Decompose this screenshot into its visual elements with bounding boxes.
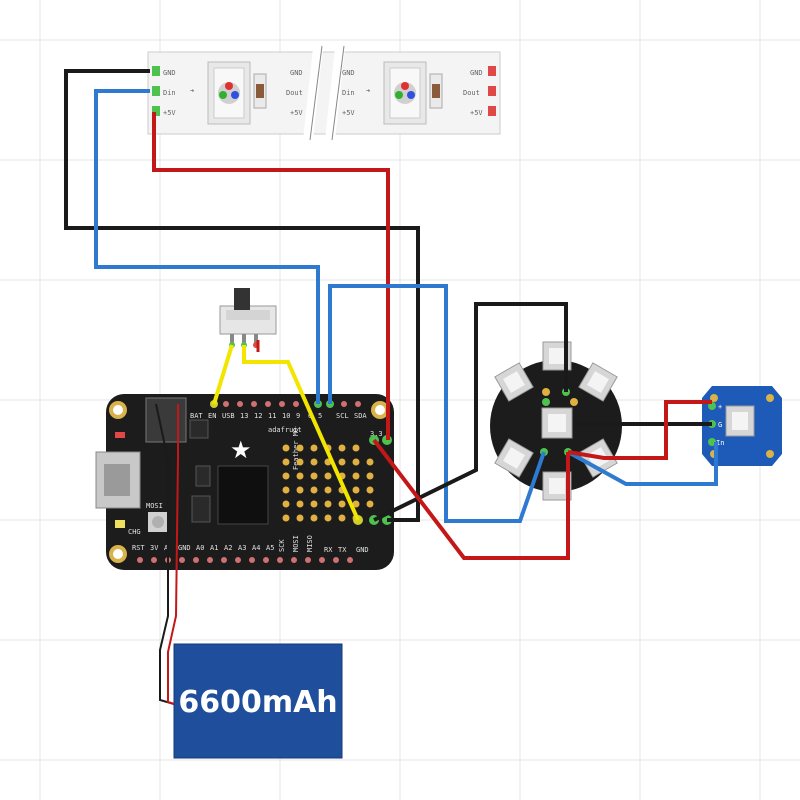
data-arrow-icon: ➜: [366, 87, 370, 95]
jewel-pad: [542, 398, 550, 406]
pin-label-gnd-2: GND: [356, 546, 369, 554]
strip-pad-5v-out: [488, 106, 496, 116]
pin-label-9: 9: [296, 412, 300, 420]
feather-m0-board: ★ adafruit Feather M0 CHG MOSI 3.3 BAT E…: [95, 394, 394, 570]
neopixel-led-icon: [578, 362, 618, 402]
pin-label-a2: A2: [224, 544, 232, 552]
neopixel-led-icon: [725, 405, 755, 437]
pin-label-tx: TX: [338, 546, 347, 554]
status-led: [115, 520, 125, 528]
wire-red-jewel-power: [372, 438, 570, 560]
strip-pin-label: GND: [470, 69, 483, 77]
pin-label-10: 10: [282, 412, 290, 420]
strip-pin-label: GND: [163, 69, 176, 77]
neopixel-led-icon: [494, 438, 534, 478]
bottom-header: [137, 557, 353, 563]
wire-red-power: [152, 112, 390, 440]
charge-led: [115, 432, 125, 438]
strip-pad-gnd-in: [152, 66, 160, 76]
wire-battery-red: [167, 404, 179, 705]
strip-pin-label: GND: [290, 69, 303, 77]
strip-pin-label: +5V: [470, 109, 483, 117]
wire-yellow-switch-en: [212, 344, 234, 405]
pin-label-en: EN: [208, 412, 216, 420]
3v3-label: 3.3: [370, 430, 383, 438]
board-brand-label: adafruit: [268, 426, 302, 434]
strip-segment-left: GND Din +5V ➜ GND Dout +5V: [152, 61, 303, 125]
wire-black-gnd: [64, 69, 420, 522]
jewel-pad: [570, 398, 578, 406]
breakout-pin-label: +: [718, 403, 722, 411]
pin-label-sck: SCK: [278, 539, 286, 552]
pin-label-12: 12: [254, 412, 262, 420]
slide-switch[interactable]: [219, 288, 277, 348]
wire-blue-data: [94, 89, 320, 404]
chg-label: CHG: [128, 528, 141, 536]
capacitor-icon: [253, 73, 267, 109]
battery-capacity-label: 6600mAh: [178, 685, 337, 720]
wire-yellow-switch-gnd: [242, 345, 360, 521]
pin-label-a1: A1: [210, 544, 218, 552]
wire-battery-black: [155, 403, 175, 705]
pin-label-11: 11: [268, 412, 276, 420]
jewel-pad: [542, 388, 550, 396]
led-chip-icon: [207, 61, 251, 125]
strip-pin-label: +5V: [290, 109, 303, 117]
strip-pin-label: Din: [342, 89, 355, 97]
wires: [64, 69, 718, 705]
switch-actuator[interactable]: [234, 288, 250, 310]
strip-pin-label: Din: [163, 89, 176, 97]
pin-label-bat: BAT: [190, 412, 203, 420]
strip-pin-label: Dout: [463, 89, 480, 97]
pin-label-rst: RST: [132, 544, 145, 552]
breakout-pin-label: In: [716, 439, 724, 447]
battery-connector: [145, 397, 187, 443]
led-chip-icon: [383, 61, 427, 125]
board-model-label: Feather M0: [292, 428, 300, 470]
neopixel-jewel: [490, 341, 622, 501]
pin-label-usb: USB: [222, 412, 235, 420]
microcontroller-chip: [217, 465, 269, 525]
neopixel-led-icon: [494, 362, 534, 402]
lipo-battery: 6600mAh: [173, 643, 343, 759]
strip-pad-dout: [488, 86, 496, 96]
pin-label-rx: RX: [324, 546, 333, 554]
wire-blue-jewel-in: [328, 284, 546, 523]
pin-label-mosi: MOSI: [292, 535, 300, 552]
strip-pin-label: +5V: [163, 109, 176, 117]
pin-label-3v: 3V: [150, 544, 159, 552]
strip-pad-din: [152, 86, 160, 96]
pin-label-5: 5: [318, 412, 322, 420]
wire-blue-breakout-in: [567, 442, 718, 486]
pin-label-gnd: GND: [178, 544, 191, 552]
pin-label-a0: A0: [196, 544, 204, 552]
breakout-pin-label: G: [718, 421, 722, 429]
pin-label-sda: SDA: [354, 412, 367, 420]
data-arrow-icon: ➜: [190, 87, 194, 95]
mosi-label: MOSI: [146, 502, 163, 510]
led-strip: GND Din +5V ➜ GND Dout +5V GND Di: [147, 45, 501, 141]
capacitor-icon: [429, 73, 443, 109]
strip-pad-gnd-out: [488, 66, 496, 76]
strip-pad-5v-in: [152, 106, 160, 116]
strip-pin-label: GND: [342, 69, 355, 77]
strip-pin-label: Dout: [286, 89, 303, 97]
strip-pin-label: +5V: [342, 109, 355, 117]
pin-label-a3: A3: [238, 544, 246, 552]
neopixel-led-icon: [541, 407, 573, 439]
wire-red-breakout-power: [567, 400, 712, 460]
strip-segment-right: GND Din +5V ➜ GND Dout +5V: [342, 61, 496, 125]
pin-label-a4: A4: [252, 544, 260, 552]
pin-label-miso: MISO: [306, 535, 314, 552]
pin-label-aref: A: [164, 544, 169, 552]
pin-label-13: 13: [240, 412, 248, 420]
pin-label-scl: SCL: [336, 412, 349, 420]
adafruit-logo-icon: ★: [230, 436, 252, 464]
pin-label-a5: A5: [266, 544, 274, 552]
wire-black-jewel-gnd: [373, 302, 568, 522]
